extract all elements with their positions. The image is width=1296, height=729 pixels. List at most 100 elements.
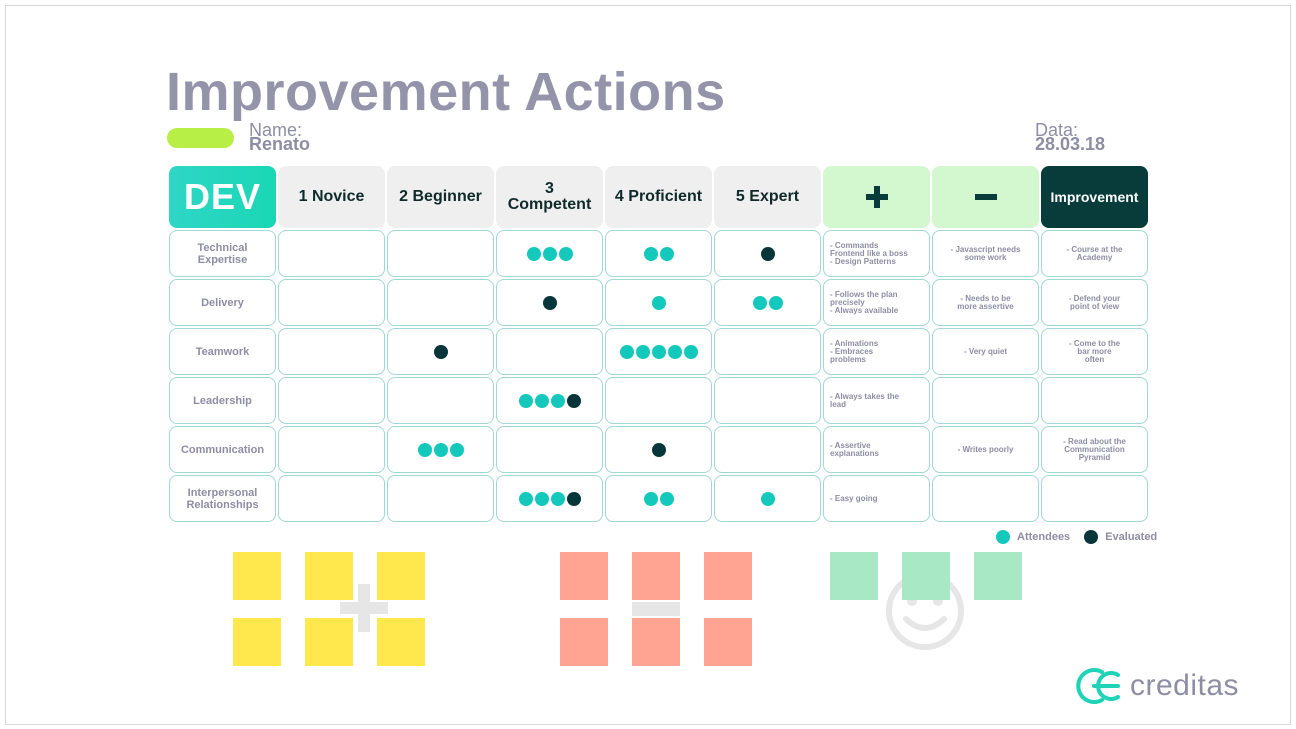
level-cell[interactable] [496,328,603,375]
level-cell[interactable] [605,475,712,522]
sticky-note-red[interactable] [704,618,752,666]
level-cell[interactable] [278,426,385,473]
sticky-note-red[interactable] [560,552,608,600]
creditas-logo: creditas [1074,666,1239,706]
column-header-minus [932,166,1039,228]
sticky-note-yellow[interactable] [305,618,353,666]
legend-attendees-label: Attendees [1017,531,1071,543]
level-cell[interactable] [278,328,385,375]
strength-note[interactable]: - Always takes the lead [823,377,930,424]
attendee-dot [651,344,666,359]
level-cell[interactable] [387,230,494,277]
improvement-note[interactable] [1041,377,1148,424]
level-cell[interactable] [714,475,821,522]
strength-note[interactable]: - Commands Frontend like a boss - Design… [823,230,930,277]
level-cell[interactable] [387,377,494,424]
level-dots [417,442,464,457]
attendee-dot [643,491,658,506]
evaluated-dot [433,344,448,359]
level-cell[interactable] [714,230,821,277]
attendee-dot [683,344,698,359]
weakness-note[interactable]: - Writes poorly [932,426,1039,473]
date-value: 28.03.18 [1035,134,1106,154]
sticky-note-red[interactable] [560,618,608,666]
level-cell[interactable] [278,230,385,277]
sticky-note-green[interactable] [902,552,950,600]
sticky-note-red[interactable] [632,618,680,666]
level-dots [542,295,557,310]
row-label: Interpersonal Relationships [169,475,276,522]
improvement-note[interactable]: - Defend your point of view [1041,279,1148,326]
attendee-dot [768,295,783,310]
level-cell[interactable] [605,426,712,473]
level-dots [651,295,666,310]
level-cell[interactable] [714,426,821,473]
column-header-proficient: 4 Proficient [605,166,712,228]
level-cell[interactable] [496,279,603,326]
sticky-note-yellow[interactable] [377,618,425,666]
sticky-note-yellow[interactable] [233,618,281,666]
ghost-plus-icon [340,584,388,632]
name-value: Renato [249,134,311,154]
level-dots [518,393,581,408]
sticky-note-red[interactable] [704,552,752,600]
level-cell[interactable] [605,279,712,326]
strength-note[interactable]: - Animations - Embraces problems [823,328,930,375]
level-cell[interactable] [278,279,385,326]
weakness-note[interactable]: - Very quiet [932,328,1039,375]
evaluated-dot [651,442,666,457]
level-cell[interactable] [605,230,712,277]
weakness-note[interactable] [932,377,1039,424]
ghost-minus-icon [632,602,680,616]
level-cell[interactable] [278,377,385,424]
level-dots [433,344,448,359]
attendee-dot [651,295,666,310]
level-cell[interactable] [387,475,494,522]
level-cell[interactable] [496,230,603,277]
sticky-note-yellow[interactable] [233,552,281,600]
level-cell[interactable] [278,475,385,522]
skills-matrix: DEV 1 Novice 2 Beginner 3 Competent 4 Pr… [169,166,1148,522]
level-cell[interactable] [496,377,603,424]
weakness-note[interactable] [932,475,1039,522]
weakness-note[interactable]: - Needs to be more assertive [932,279,1039,326]
level-cell[interactable] [714,328,821,375]
level-cell[interactable] [496,475,603,522]
level-dots [760,491,775,506]
level-dots [518,491,581,506]
level-cell[interactable] [714,377,821,424]
improvement-note[interactable] [1041,475,1148,522]
strength-note[interactable]: - Follows the plan precisely - Always av… [823,279,930,326]
column-header-plus [823,166,930,228]
attendee-dot [550,491,565,506]
sticky-note-red[interactable] [632,552,680,600]
sticky-note-green[interactable] [830,552,878,600]
level-dots [643,491,674,506]
strength-note[interactable]: - Easy going [823,475,930,522]
attendee-dot [659,246,674,261]
improvement-note[interactable]: - Course at the Academy [1041,230,1148,277]
level-cell[interactable] [387,279,494,326]
level-cell[interactable] [387,426,494,473]
attendee-dot [635,344,650,359]
level-cell[interactable] [714,279,821,326]
attendee-dot [550,393,565,408]
level-cell[interactable] [605,328,712,375]
weakness-note[interactable]: - Javascript needs some work [932,230,1039,277]
attendee-dot [417,442,432,457]
level-cell[interactable] [387,328,494,375]
attendee-dot [558,246,573,261]
name-label: Name: [249,120,303,140]
sticky-note-yellow[interactable] [377,552,425,600]
row-label: Delivery [169,279,276,326]
strength-note[interactable]: - Assertive explanations [823,426,930,473]
legend: Attendees Evaluated [996,530,1171,544]
level-cell[interactable] [605,377,712,424]
improvement-note[interactable]: - Come to the bar more often [1041,328,1148,375]
date-label: Data: [1035,120,1079,140]
sticky-note-yellow[interactable] [305,552,353,600]
level-dots [643,246,674,261]
sticky-note-green[interactable] [974,552,1022,600]
level-cell[interactable] [496,426,603,473]
improvement-note[interactable]: - Read about the Communication Pyramid [1041,426,1148,473]
